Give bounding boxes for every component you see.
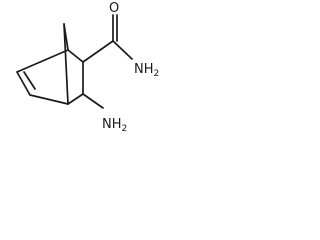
carbonyl-oxygen-label: O [109,1,119,16]
bond-carbonyl-nitrogen [112,40,133,60]
bridge-c7-c4 [63,23,69,105]
amine-nitrogen-subscript: 2 [122,124,128,134]
amide-nitrogen-subscript: 2 [154,69,160,79]
bond-c2-carbonyl [82,40,114,63]
bond-c5-c6-double [23,71,36,90]
bond-c6-c1 [16,49,69,73]
amine-nitrogen-element: NH [102,117,122,132]
amide-nitrogen-element: NH [134,62,154,77]
bond-c1-c2 [67,49,84,63]
bond-c3-amine [82,93,104,109]
bond-c5-c6 [16,71,31,96]
amide-nitrogen-label: NH2 [134,62,159,79]
bond-c3-c4 [67,93,84,105]
structure-diagram: O NH2 NH2 [16,1,159,134]
bond-c4-c5 [29,94,69,105]
amine-nitrogen-label: NH2 [102,117,127,134]
